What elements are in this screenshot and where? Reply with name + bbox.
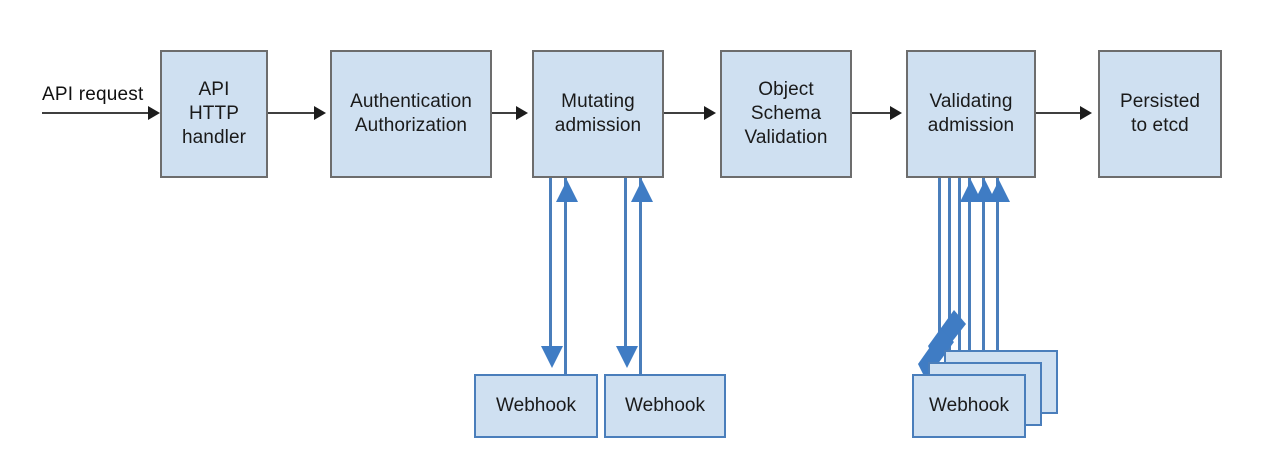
connector-handler-to-authn xyxy=(268,112,316,114)
mutating-webhook1-call-arrow-icon xyxy=(541,346,563,368)
webhook-box-validating-1[interactable]: Webhook xyxy=(912,374,1026,438)
connector-validating-to-etcd-head-icon xyxy=(1080,106,1092,120)
mutating-webhook1-call-line xyxy=(549,178,552,358)
validating-webhook-return-line-2 xyxy=(982,178,985,374)
mutating-webhook2-return-arrow-icon xyxy=(631,180,653,202)
connector-validating-to-etcd xyxy=(1036,112,1082,114)
webhook-box-mutating-1[interactable]: Webhook xyxy=(474,374,598,438)
validating-webhook-call-line-3 xyxy=(958,178,961,360)
entry-arrow-line xyxy=(42,112,150,114)
mutating-webhook2-return-line xyxy=(639,178,642,374)
entry-label-api-request: API request xyxy=(42,84,144,105)
stage-api-http-handler[interactable]: API HTTP handler xyxy=(160,50,268,178)
stage-persisted-to-etcd[interactable]: Persisted to etcd xyxy=(1098,50,1222,178)
mutating-webhook1-return-arrow-icon xyxy=(556,180,578,202)
connector-authn-to-mutating-head-icon xyxy=(516,106,528,120)
connector-schema-to-validating xyxy=(852,112,892,114)
stage-authn-authz[interactable]: Authentication Authorization xyxy=(330,50,492,178)
stage-validating-admission[interactable]: Validating admission xyxy=(906,50,1036,178)
stage-mutating-admission[interactable]: Mutating admission xyxy=(532,50,664,178)
validating-webhook-call-line-2 xyxy=(948,178,951,354)
stage-object-schema-validation[interactable]: Object Schema Validation xyxy=(720,50,852,178)
mutating-webhook2-call-arrow-icon xyxy=(616,346,638,368)
connector-handler-to-authn-head-icon xyxy=(314,106,326,120)
connector-mutating-to-schema xyxy=(664,112,706,114)
connector-schema-to-validating-head-icon xyxy=(890,106,902,120)
webhook-box-mutating-2[interactable]: Webhook xyxy=(604,374,726,438)
entry-arrow-head-icon xyxy=(148,106,160,120)
validating-webhook-call-line-1 xyxy=(938,178,941,348)
validating-webhook-return-line-3 xyxy=(996,178,999,368)
connector-authn-to-mutating xyxy=(492,112,518,114)
connector-mutating-to-schema-head-icon xyxy=(704,106,716,120)
validating-webhook-return-arrow-icon-3 xyxy=(988,180,1010,202)
validating-webhook-call-arrow-icon-2 xyxy=(912,330,956,393)
mutating-webhook2-call-line xyxy=(624,178,627,358)
mutating-webhook1-return-line xyxy=(564,178,567,374)
validating-webhook-return-line-1 xyxy=(968,178,971,374)
